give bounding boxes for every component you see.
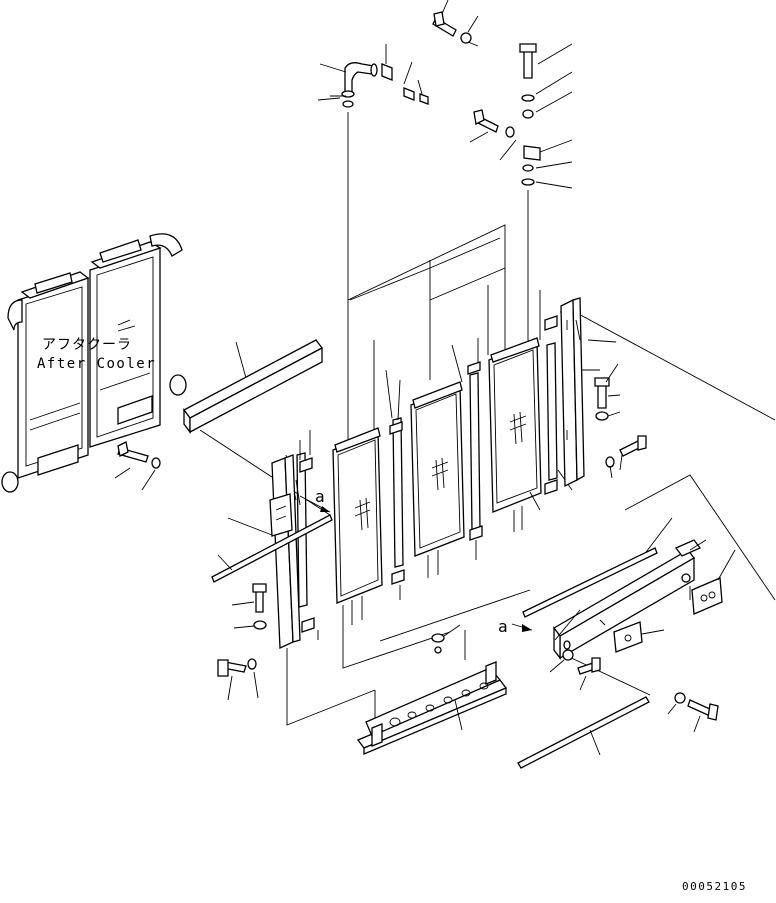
after-cooler-label-jp: アフタクーラ	[42, 337, 132, 353]
pad-plates-right	[554, 549, 736, 653]
right-side-frame	[560, 297, 647, 488]
marker-a-label-1: a	[315, 487, 325, 506]
bottom-right-beam	[553, 517, 707, 660]
bottom-strip	[517, 696, 650, 769]
core-panel-3	[488, 337, 542, 532]
left-side-frame	[227, 454, 301, 649]
top-fittings	[317, 0, 479, 108]
bolts-right-bottom	[549, 649, 719, 733]
reference-marker-a-1: a	[299, 487, 331, 513]
marker-a-label-2: a	[498, 617, 508, 636]
after-cooler-assembly: アフタクーラ After Cooler	[1, 233, 187, 493]
bottom-mount-plate	[356, 624, 508, 755]
strip-left	[211, 514, 333, 583]
top-right-bolt-stack	[469, 43, 573, 189]
top-rail-left	[183, 339, 323, 434]
core-panel-2	[410, 381, 465, 578]
bolts-left-bottom	[217, 583, 267, 701]
drawing-number: 00052105	[682, 880, 747, 893]
reference-marker-a-2: a	[498, 617, 533, 636]
after-cooler-label-en: After Cooler	[37, 356, 156, 372]
connector-lines	[199, 112, 776, 726]
bolt-washer-left	[114, 441, 161, 491]
long-strip-right	[522, 547, 658, 618]
core-panel-1	[332, 427, 383, 625]
seal-bars	[285, 285, 573, 640]
